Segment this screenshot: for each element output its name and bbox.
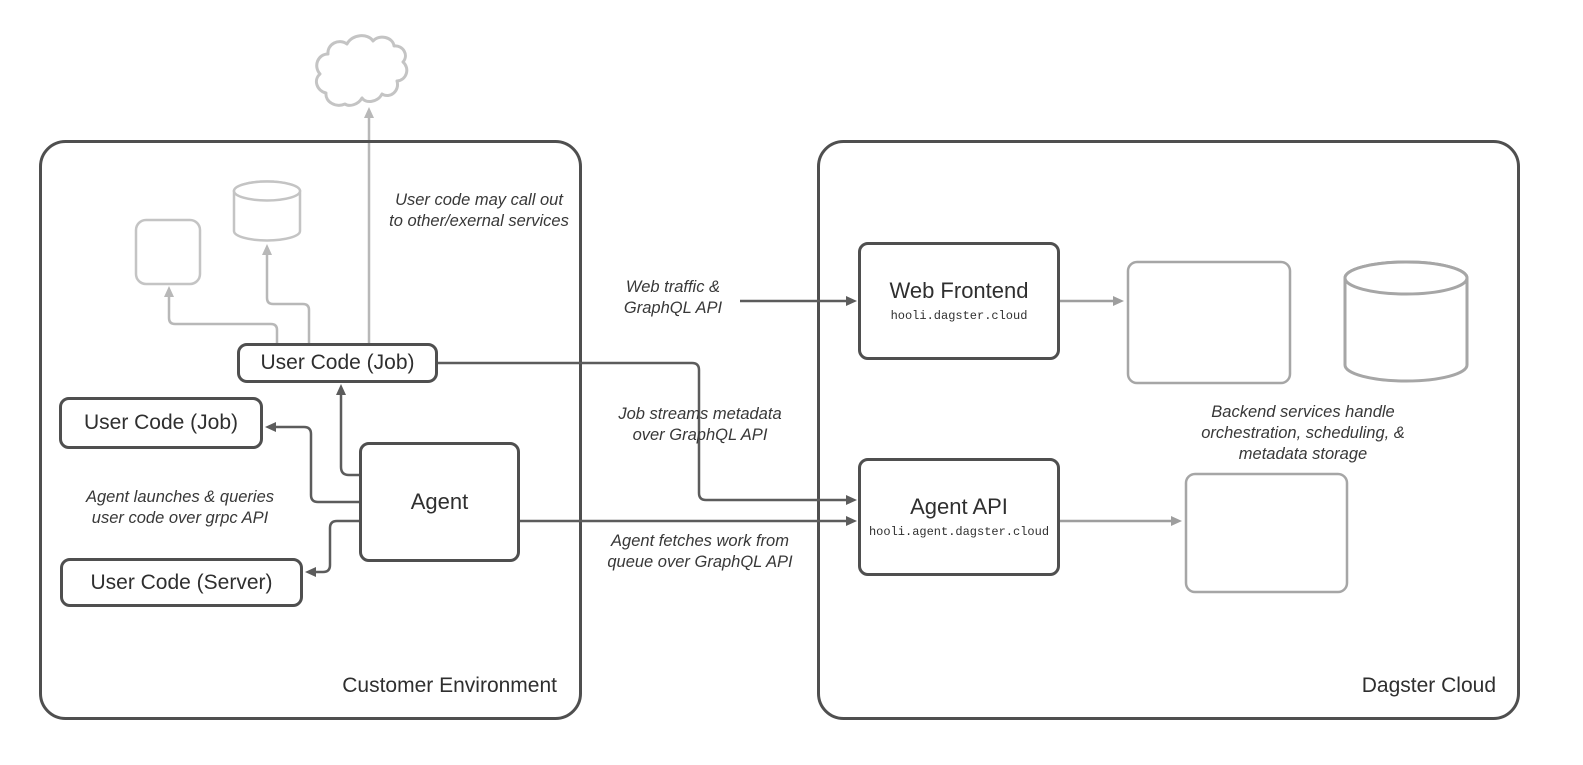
external-database-top [232, 180, 302, 202]
annotation-external-services: User code may call out to other/exernal … [389, 191, 569, 230]
node-user-code-job-center: User Code (Job) [237, 343, 438, 383]
node-label: Web Frontend [889, 278, 1029, 304]
backend-service-box [1126, 260, 1292, 385]
annotation-agent-launches: Agent launches & queries user code over … [85, 488, 275, 527]
customer-environment-region [39, 140, 582, 720]
node-user-code-job-left: User Code (Job) [59, 397, 263, 449]
annotation-job-streams: Job streams metadata over GraphQL API [618, 405, 782, 444]
annotation-agent-fetches: Agent fetches work from queue over Graph… [607, 532, 793, 571]
agent-to-server-connector [305, 519, 359, 577]
node-hostname: hooli.dagster.cloud [890, 308, 1028, 323]
node-label: User Code (Job) [83, 411, 239, 435]
node-label: User Code (Job) [260, 351, 415, 375]
job-to-agent-api-connector [438, 361, 857, 505]
metadata-database-top [1343, 260, 1469, 296]
customer-environment-label: Customer Environment [342, 674, 557, 697]
backend-service-box-2 [1184, 472, 1349, 594]
annotation-web-traffic: Web traffic & GraphQL API [623, 278, 723, 317]
node-user-code-server: User Code (Server) [60, 558, 303, 607]
node-web-frontend: Web Frontend hooli.dagster.cloud [858, 242, 1060, 360]
annotation-backend-services: Backend services handle orchestration, s… [1201, 403, 1405, 463]
job-to-service-connector [164, 286, 279, 343]
dagster-cloud-region [817, 140, 1520, 720]
node-agent-api: Agent API hooli.agent.dagster.cloud [858, 458, 1060, 576]
node-label: Agent [410, 488, 469, 514]
external-service-box [134, 218, 202, 286]
node-hostname: hooli.agent.dagster.cloud [868, 524, 1050, 539]
node-label: User Code (Server) [90, 570, 273, 594]
job-to-database-connector [262, 244, 311, 343]
node-label: Agent API [910, 494, 1008, 520]
dagster-cloud-label: Dagster Cloud [1361, 674, 1496, 697]
node-agent: Agent [359, 442, 520, 562]
agent-to-job-center-connector [336, 384, 359, 477]
agent-to-job-left-connector [265, 422, 359, 504]
cloud-icon [314, 34, 409, 107]
